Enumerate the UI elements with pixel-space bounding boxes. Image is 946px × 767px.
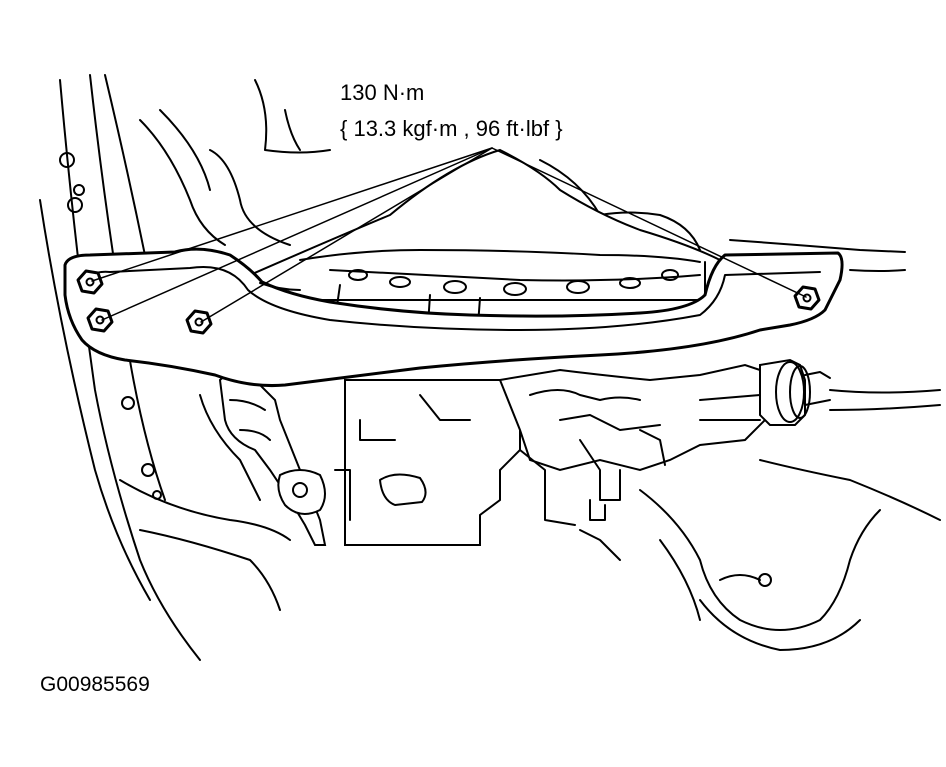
bolt-3 [185,309,213,335]
upper-body-outline [139,79,906,272]
bolt-2 [86,307,114,333]
bolt-1 [76,269,104,295]
leader-lines [91,147,807,323]
propeller-shaft-flange [759,358,941,521]
torque-value-nm: 130 N·m [340,80,425,105]
crossmember-bracket [63,247,844,388]
torque-value-alt-units: { 13.3 kgf·m , 96 ft·lbf } [340,116,563,141]
bolt-4 [793,285,821,311]
transmission-assembly [334,363,767,546]
lower-right-body [579,489,881,651]
exhaust-linkage [199,372,327,546]
figure-id: G00985569 [40,673,150,696]
bracket-bolts [76,269,821,335]
